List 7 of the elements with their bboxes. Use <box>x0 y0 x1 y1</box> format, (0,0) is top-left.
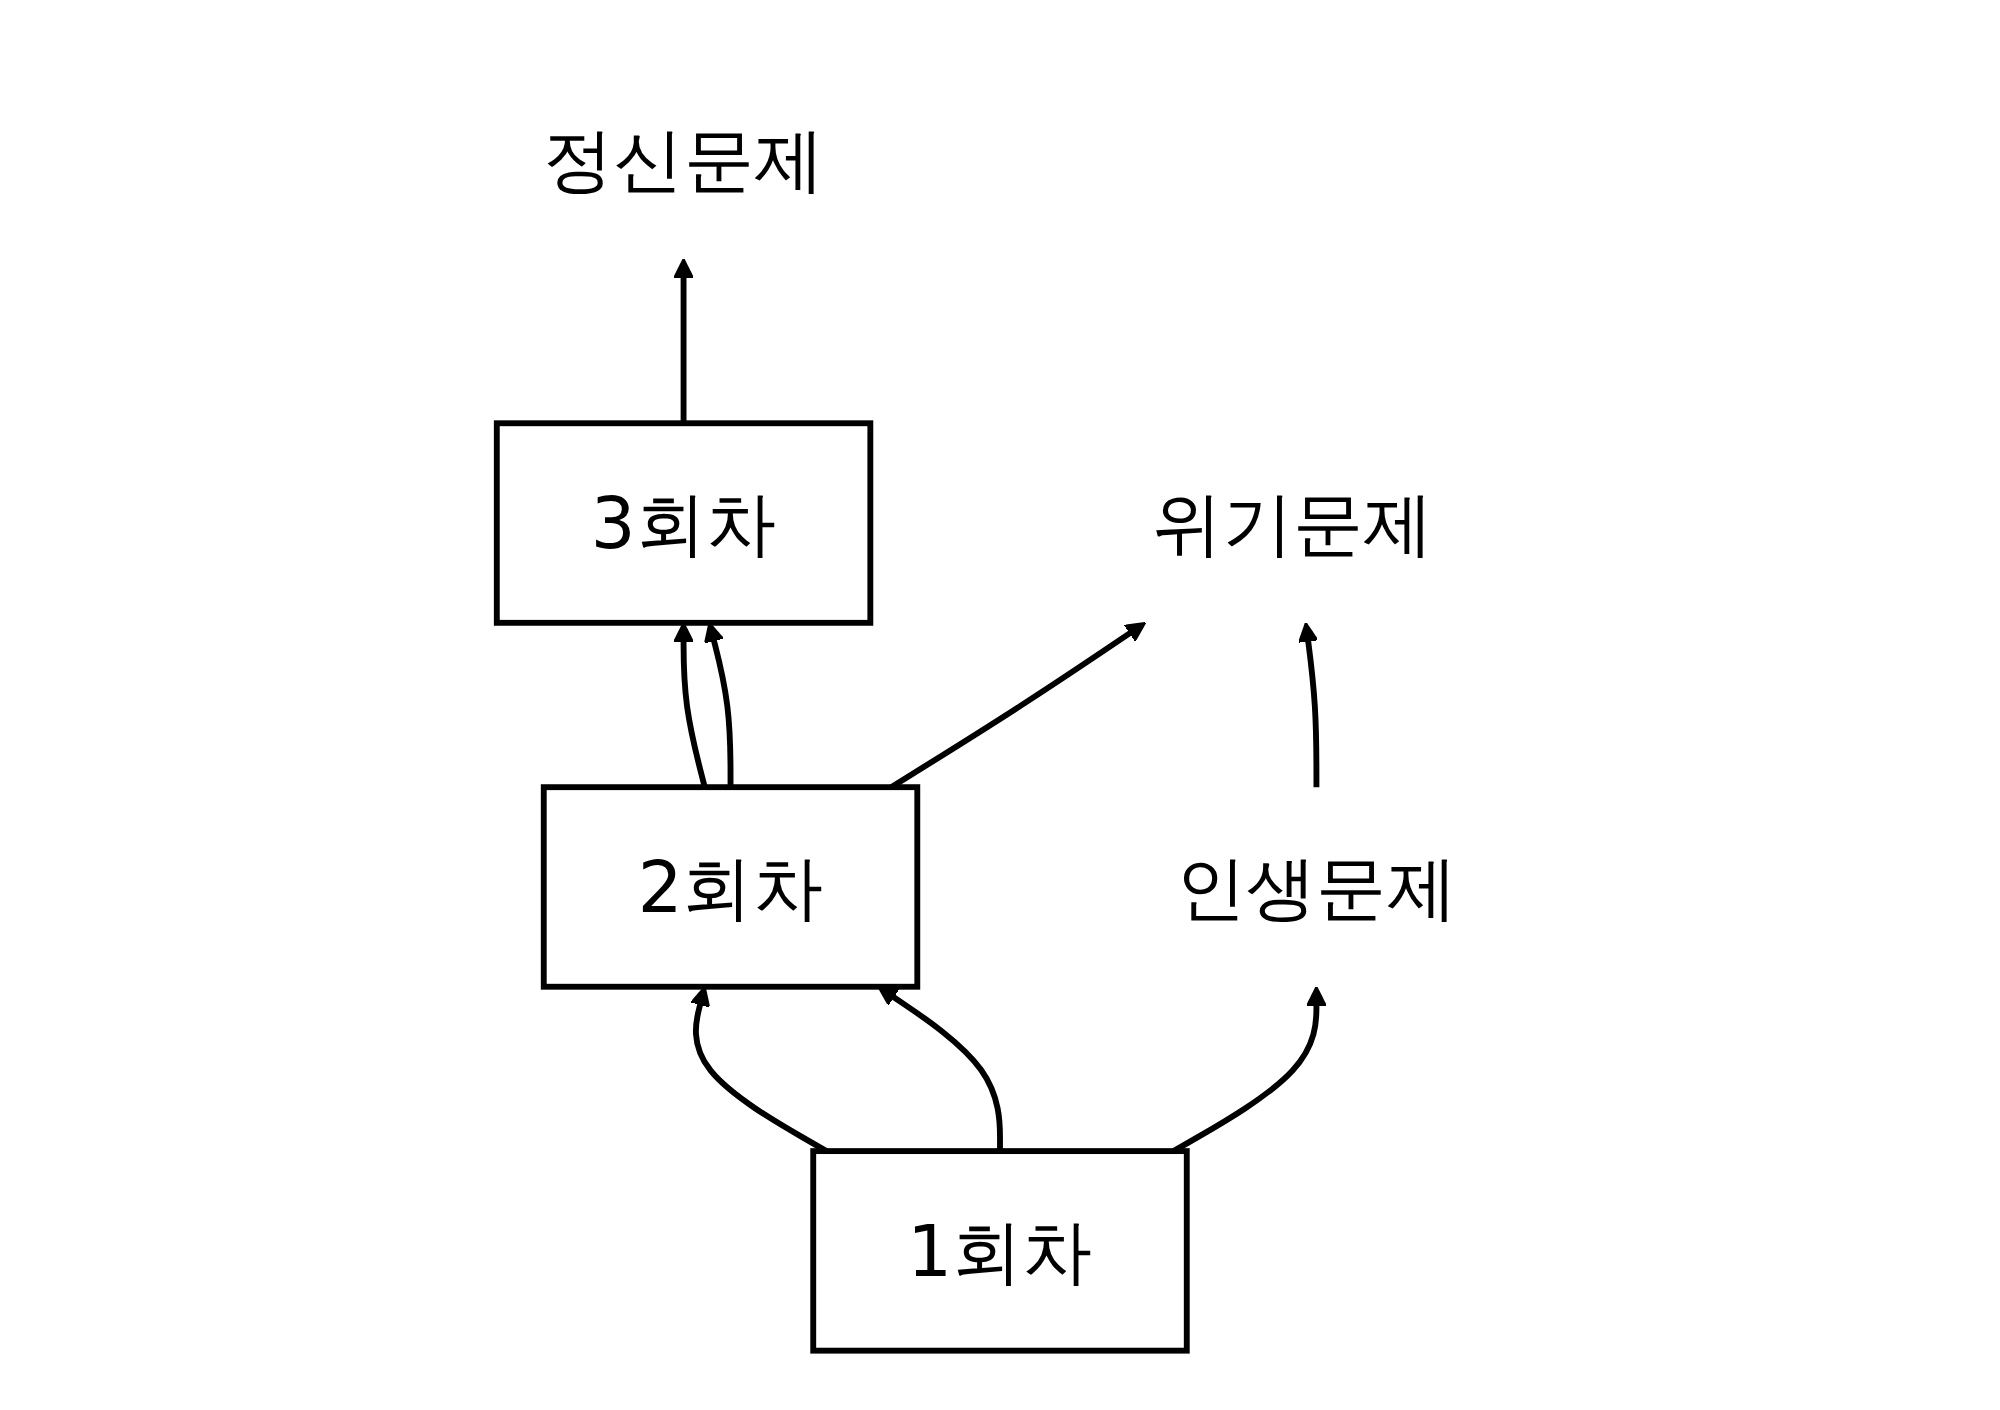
process-box: 3회차 <box>493 420 874 626</box>
text-label: 위기문제 <box>1152 481 1434 565</box>
process-box: 1회차 <box>810 1148 1190 1354</box>
arrow <box>1298 621 1320 788</box>
text-label: 정신문제 <box>542 118 825 201</box>
process-box: 2회차 <box>540 784 921 990</box>
text-label: 인생문제 <box>1175 845 1458 929</box>
